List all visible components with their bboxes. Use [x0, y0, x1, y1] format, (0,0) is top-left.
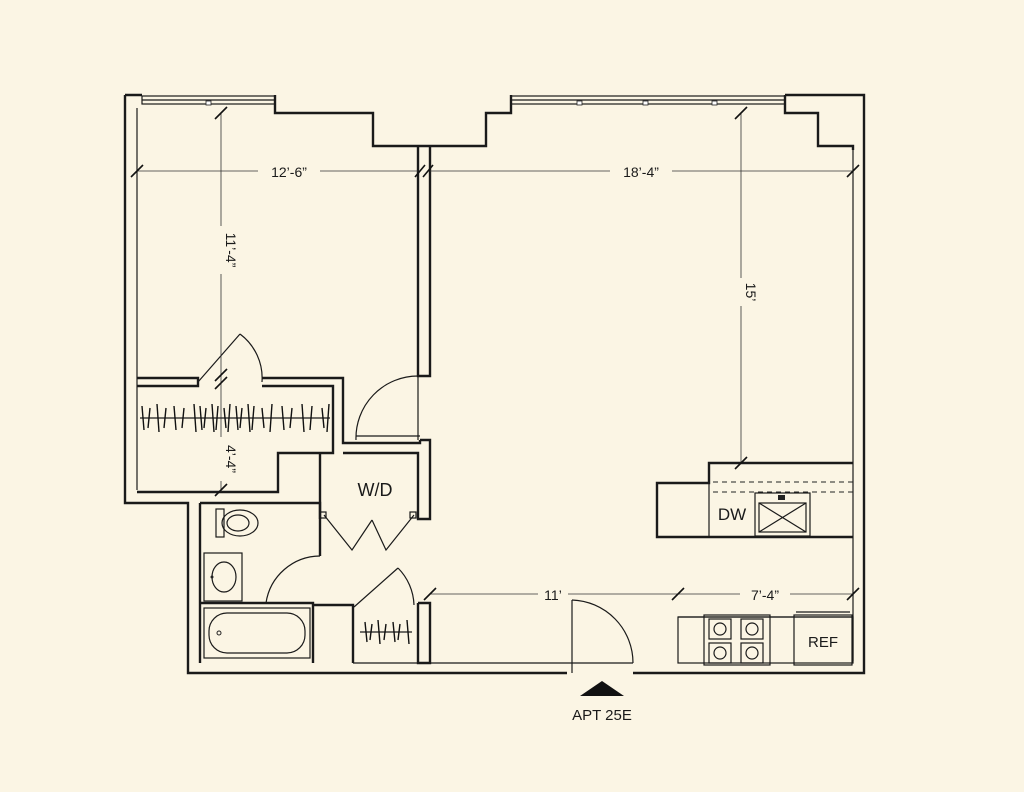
bedroom-closet — [137, 333, 432, 521]
window-right — [510, 95, 786, 106]
washer-dryer-label: W/D — [358, 480, 393, 500]
sink-fixture — [203, 552, 243, 602]
bathtub-fixture — [203, 607, 311, 659]
kitchen-counter — [655, 461, 853, 539]
dim-kitchen-width: 7’-4” — [751, 587, 779, 603]
dishwasher-label: DW — [718, 505, 746, 524]
refrigerator-fixture — [793, 611, 853, 666]
kitchen-sink-fixture — [754, 492, 811, 537]
unit-label: APT 25E — [572, 707, 632, 724]
dim-closet-depth: 4’-4” — [223, 445, 239, 473]
dimension-lines — [130, 106, 860, 601]
dim-bedroom-width: 12’-6” — [271, 164, 307, 180]
washer-dryer-closet — [318, 453, 417, 552]
window-left — [141, 95, 276, 106]
refrigerator-label: REF — [808, 634, 838, 651]
stove-fixture — [703, 614, 771, 666]
entry-door — [430, 599, 634, 673]
dim-bedroom-depth: 11’-4” — [223, 233, 239, 268]
bedroom-partition — [416, 145, 432, 378]
bedroom-door — [355, 375, 420, 441]
dim-living-width: 18’-4” — [623, 164, 659, 180]
kitchen-appliances — [677, 611, 854, 666]
bathroom — [198, 501, 322, 663]
hall-closet — [313, 567, 432, 665]
toilet-fixture — [215, 508, 259, 538]
closet-rod-hangers — [141, 403, 330, 433]
entry-arrow-icon — [580, 681, 624, 696]
dim-foyer-width: 11’ — [544, 587, 562, 603]
dim-living-depth: 15’ — [743, 283, 759, 302]
dimension-labels: 12’-6” 18’-4” 11’-4” 4’-4” 15’ 11’ 7’-4” — [211, 161, 790, 604]
